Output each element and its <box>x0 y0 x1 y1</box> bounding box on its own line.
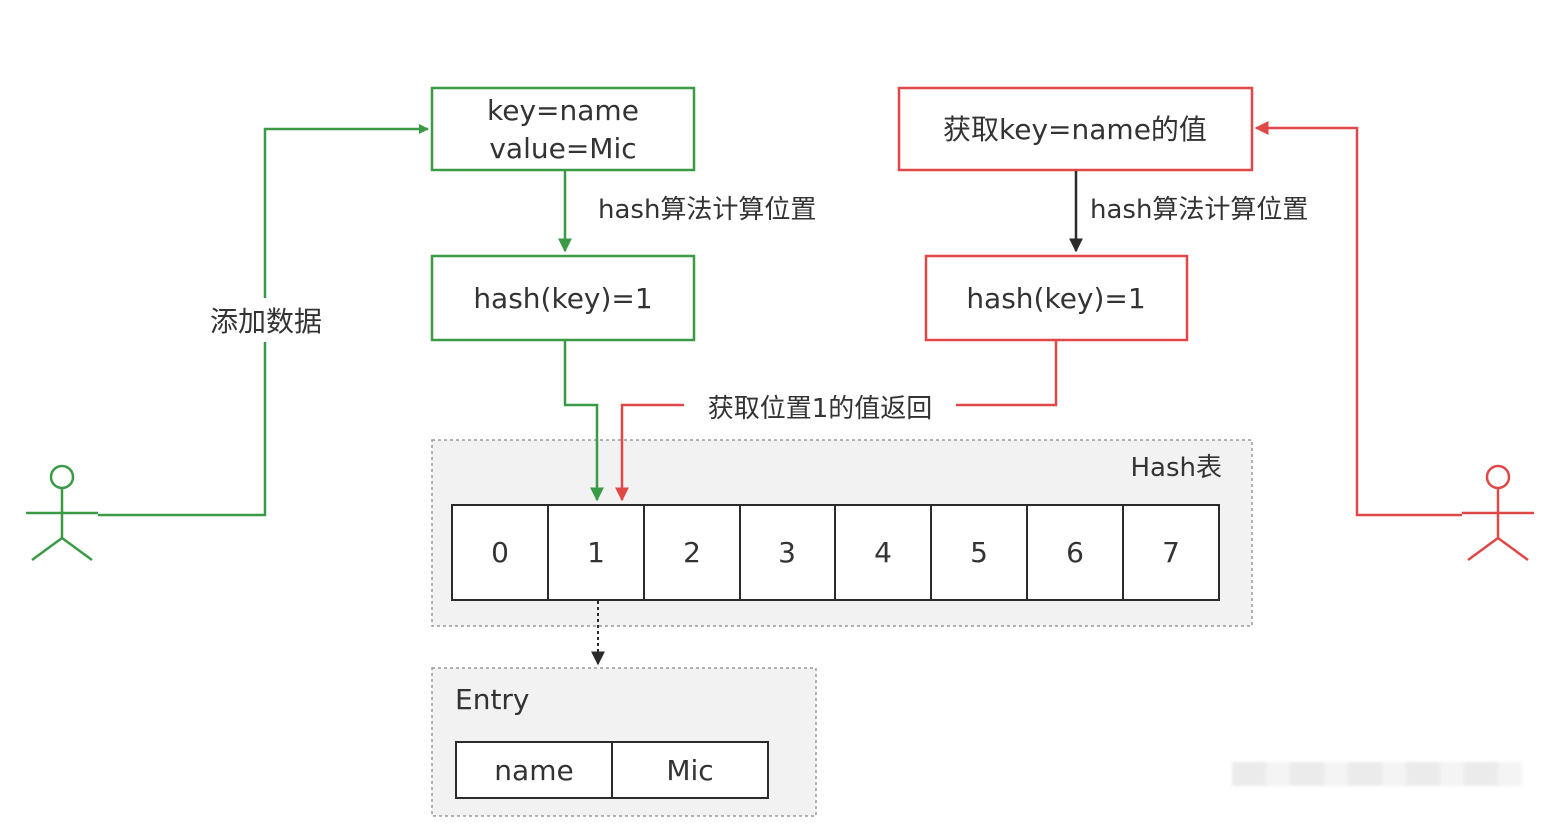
hash-slots: 0 1 2 3 4 5 6 <box>451 504 1220 601</box>
get-flow: 获取key=name的值 hash算法计算位置 hash(key)=1 获取位置… <box>615 86 1534 562</box>
add-hash-text: hash(key)=1 <box>473 282 652 315</box>
hash-slot-label: 4 <box>874 536 892 569</box>
get-request-text: 获取key=name的值 <box>943 113 1207 146</box>
blurred-watermark <box>1232 762 1522 786</box>
get-hash-box: hash(key)=1 <box>924 254 1189 342</box>
get-request-box: 获取key=name的值 <box>897 86 1254 172</box>
entry-value-cell: Mic <box>611 741 769 799</box>
hash-slot-label: 3 <box>778 536 796 569</box>
hash-slot-7: 7 <box>1122 504 1220 601</box>
hash-slot-label: 1 <box>587 536 605 569</box>
entry-key: name <box>494 754 573 787</box>
hash-slot-1: 1 <box>547 504 645 601</box>
entry-value: Mic <box>666 754 713 787</box>
hash-slot-6: 6 <box>1026 504 1124 601</box>
hash-slot-4: 4 <box>834 504 932 601</box>
hash-slot-label: 0 <box>491 536 509 569</box>
hash-table-title: Hash表 <box>1130 453 1222 483</box>
hash-slot-label: 5 <box>970 536 988 569</box>
hash-slot-label: 7 <box>1162 536 1180 569</box>
kv-value-text: value=Mic <box>489 132 636 165</box>
stick-figure-icon <box>26 464 98 562</box>
entry-title: Entry <box>455 683 530 716</box>
add-hash-step-label: hash算法计算位置 <box>598 195 816 225</box>
hash-slot-5: 5 <box>930 504 1028 601</box>
get-hash-step-label: hash算法计算位置 <box>1090 195 1308 225</box>
hash-slot-label: 2 <box>683 536 701 569</box>
kv-key-text: key=name <box>487 94 639 127</box>
hash-table-container: Hash表 0 1 2 3 4 <box>431 439 1253 627</box>
hash-slot-2: 2 <box>643 504 741 601</box>
add-hash-box: hash(key)=1 <box>430 254 696 342</box>
hash-slot-3: 3 <box>739 504 836 601</box>
stick-figure-icon <box>1462 464 1534 562</box>
add-to-slot-arrow <box>563 341 604 502</box>
hash-slot-label: 6 <box>1066 536 1084 569</box>
add-flow: 添加数据 key=name value=Mic hash算法计算位置 hash(… <box>26 86 816 562</box>
entry-key-cell: name <box>455 741 613 799</box>
get-return-label: 获取位置1的值返回 <box>708 394 933 424</box>
hash-slot-0: 0 <box>451 504 549 601</box>
entry-container: Entry name Mic <box>431 667 817 817</box>
get-request-edge <box>1254 121 1462 517</box>
get-hash-text: hash(key)=1 <box>966 282 1145 315</box>
kv-box: key=name value=Mic <box>430 86 696 172</box>
add-data-label: 添加数据 <box>210 305 322 338</box>
